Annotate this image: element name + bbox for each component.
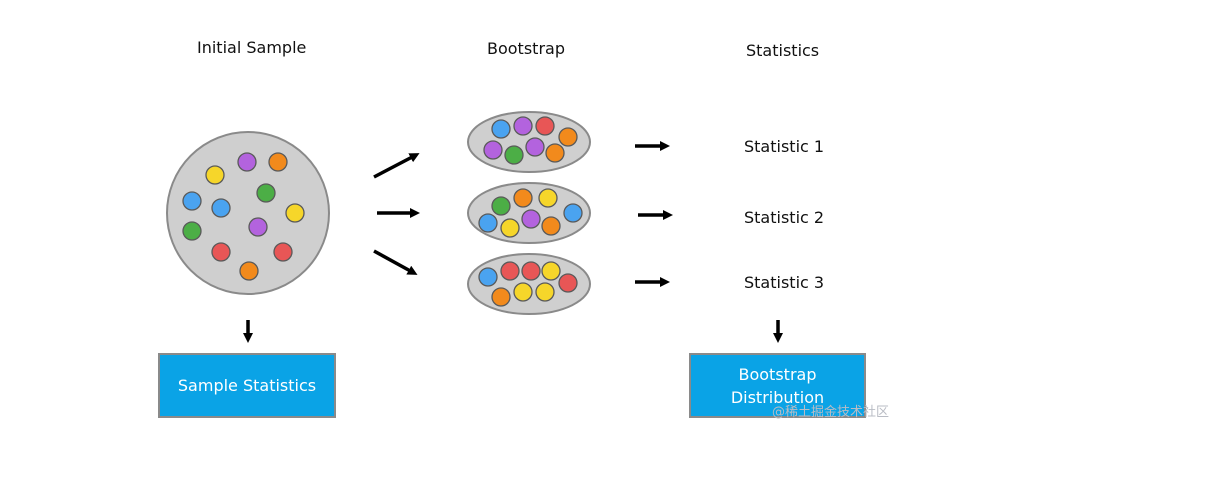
bootstrap-1-dot-orange [545,143,565,163]
bootstrap-3-dot-yellow [541,261,561,281]
initial-sample-dots [182,152,305,281]
bootstrap-3-dot-red [558,273,578,293]
statistic-1-label: Statistic 1 [744,137,825,156]
bootstrap-distribution-label-line2: Distribution [730,387,825,407]
bootstrap-2-dot-orange [541,216,561,236]
bootstrap-2-dot-blue [478,213,498,233]
initial-sample-dot-yellow [285,203,305,223]
bootstrap-1-dot-orange [558,127,578,147]
bootstrap-3-dot-red [500,261,520,281]
bootstrap-2-dot-green [491,196,511,216]
bootstrap-2-dot-blue [563,203,583,223]
bootstrap-sample-dots [478,116,583,307]
arrow-to-bootstrap-3 [373,249,418,275]
bootstrap-1-dot-green [504,145,524,165]
bootstrap-2-dot-yellow [538,188,558,208]
sample-statistics-box: Sample Statistics [158,353,336,418]
sample-statistics-label: Sample Statistics [177,376,317,395]
statistic-2-label: Statistic 2 [744,208,825,227]
initial-sample-dot-red [273,242,293,262]
bootstrap-1-dot-blue [491,119,511,139]
bootstrap-1-dot-red [535,116,555,136]
bootstrap-3-dot-yellow [513,282,533,302]
watermark: @稀土掘金技术社区 [772,405,890,420]
initial-sample-dot-red [211,242,231,262]
initial-sample-header: Initial Sample [197,38,307,57]
bootstrap-distribution-box: Bootstrap Distribution [689,353,866,418]
initial-sample-dot-orange [268,152,288,172]
initial-sample-dot-blue [211,198,231,218]
statistic-3-label: Statistic 3 [744,273,825,292]
bootstrap-distribution-label-line1: Bootstrap [738,364,817,384]
bootstrap-3-dot-orange [491,287,511,307]
bootstrap-1-dot-purple [483,140,503,160]
initial-sample-dot-purple [237,152,257,172]
initial-sample-dot-green [182,221,202,241]
bootstrap-2-dot-orange [513,188,533,208]
initial-sample-dot-yellow [205,165,225,185]
bootstrap-3-dot-red [521,261,541,281]
initial-sample-dot-green [256,183,276,203]
bootstrap-3-dot-yellow [535,282,555,302]
bootstrap-3-dot-blue [478,267,498,287]
bootstrap-2-dot-yellow [500,218,520,238]
initial-sample-dot-blue [182,191,202,211]
initial-sample-dot-purple [248,217,268,237]
bootstrap-1-dot-purple [525,137,545,157]
bootstrap-header: Bootstrap [487,39,565,58]
initial-sample-dot-orange [239,261,259,281]
arrow-to-bootstrap-1 [373,153,420,179]
bootstrap-2-dot-purple [521,209,541,229]
bootstrap-1-dot-purple [513,116,533,136]
statistics-header: Statistics [746,41,820,60]
